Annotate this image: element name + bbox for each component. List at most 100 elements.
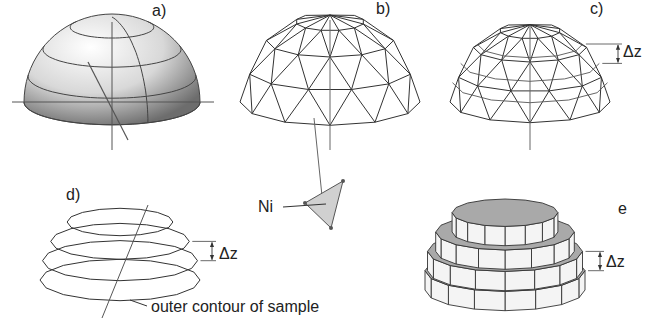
drawn-line xyxy=(601,77,610,102)
drawn-line xyxy=(461,86,478,112)
drawn-line xyxy=(179,52,180,54)
drawn-line xyxy=(306,28,322,30)
drawn-line xyxy=(24,104,25,106)
drawn-line xyxy=(473,33,500,48)
drawn-line xyxy=(181,87,185,89)
drawn-line xyxy=(172,57,175,58)
drawn-line xyxy=(478,55,481,86)
drawn-line xyxy=(582,86,599,112)
drawn-line xyxy=(175,55,177,57)
drawn-line xyxy=(477,44,484,51)
vertex-dot xyxy=(329,226,333,230)
drawn-line xyxy=(153,27,154,29)
drawn-line xyxy=(590,63,599,72)
normal-vector-label: Ni xyxy=(258,198,273,216)
drawn-line xyxy=(70,25,71,26)
drawn-line xyxy=(500,29,501,33)
drawn-line xyxy=(557,51,576,56)
drawn-line xyxy=(478,86,490,120)
drawn-line xyxy=(28,78,30,80)
drawn-line xyxy=(83,65,89,67)
drawn-line xyxy=(43,48,44,50)
drawn-line xyxy=(139,34,142,36)
dimension-label: Δz xyxy=(219,245,238,263)
drawn-line xyxy=(459,77,461,112)
drawn-line xyxy=(530,120,570,123)
drawn-line xyxy=(352,55,362,90)
drawn-line xyxy=(176,89,181,91)
drawn-line xyxy=(362,55,389,84)
drawn-line xyxy=(250,41,267,75)
drawn-line xyxy=(70,29,72,31)
drawn-line xyxy=(97,124,105,125)
drawn-line xyxy=(297,24,306,28)
drawn-line xyxy=(144,33,146,35)
drawn-line xyxy=(453,83,463,93)
drawn-line xyxy=(112,38,116,39)
drawn-line xyxy=(171,91,176,92)
drawn-line xyxy=(43,51,45,53)
drawn-line xyxy=(579,47,587,54)
drawn-line xyxy=(153,26,154,28)
drawn-line xyxy=(201,260,217,261)
drawn-line xyxy=(136,35,139,37)
drawn-line xyxy=(70,28,71,29)
drawn-line xyxy=(266,24,296,41)
drawn-line xyxy=(74,31,76,33)
drawn-line xyxy=(385,49,410,75)
drawn-line xyxy=(68,63,73,65)
drawn-line xyxy=(385,41,394,49)
drawn-line xyxy=(85,35,88,37)
drawn-line xyxy=(40,115,45,117)
drawn-line xyxy=(271,84,308,90)
drawn-line xyxy=(558,60,582,86)
drawn-line xyxy=(463,93,491,100)
drawn-line xyxy=(80,34,82,36)
drawn-line xyxy=(461,112,490,120)
drawn-line xyxy=(63,62,67,63)
drawn-line xyxy=(530,56,557,58)
layer-side xyxy=(505,290,536,311)
drawn-line xyxy=(152,63,157,65)
drawn-line xyxy=(197,106,199,108)
drawn-line xyxy=(153,28,154,29)
drawn-line xyxy=(500,33,508,37)
drawn-line xyxy=(133,36,136,38)
drawn-line xyxy=(74,21,76,23)
layer-side xyxy=(485,225,505,245)
drawn-line xyxy=(385,49,389,84)
drawn-line xyxy=(297,15,330,19)
panel-letter: c) xyxy=(590,0,603,18)
drawn-line xyxy=(72,30,73,32)
drawn-line xyxy=(47,55,49,57)
drawn-line xyxy=(29,110,32,112)
drawn-line xyxy=(321,30,330,57)
dimension-label: Δz xyxy=(623,43,642,61)
drawn-line xyxy=(530,62,549,91)
drawn-line xyxy=(549,60,558,91)
drawn-line xyxy=(169,118,175,119)
vertex-dot xyxy=(341,179,345,183)
drawn-line xyxy=(62,121,69,122)
drawn-line xyxy=(490,120,530,123)
drawn-line xyxy=(154,94,160,95)
drawn-line xyxy=(558,55,579,60)
drawn-line xyxy=(70,95,77,97)
drawn-line xyxy=(586,251,605,252)
drawn-line xyxy=(70,26,71,28)
drawn-line xyxy=(75,122,82,124)
drawn-line xyxy=(193,80,195,82)
drawn-line xyxy=(481,33,500,55)
drawn-line xyxy=(49,57,52,58)
dimension-label: Δz xyxy=(606,253,625,271)
drawn-line xyxy=(39,87,43,89)
drawn-line xyxy=(12,102,214,103)
drawn-line xyxy=(88,36,91,38)
drawn-line xyxy=(530,91,549,123)
drawn-line xyxy=(252,114,285,123)
drawn-line xyxy=(78,33,80,35)
drawn-line xyxy=(240,74,250,102)
drawn-line xyxy=(296,19,297,24)
drawn-line xyxy=(82,34,85,36)
drawn-line xyxy=(44,52,45,54)
